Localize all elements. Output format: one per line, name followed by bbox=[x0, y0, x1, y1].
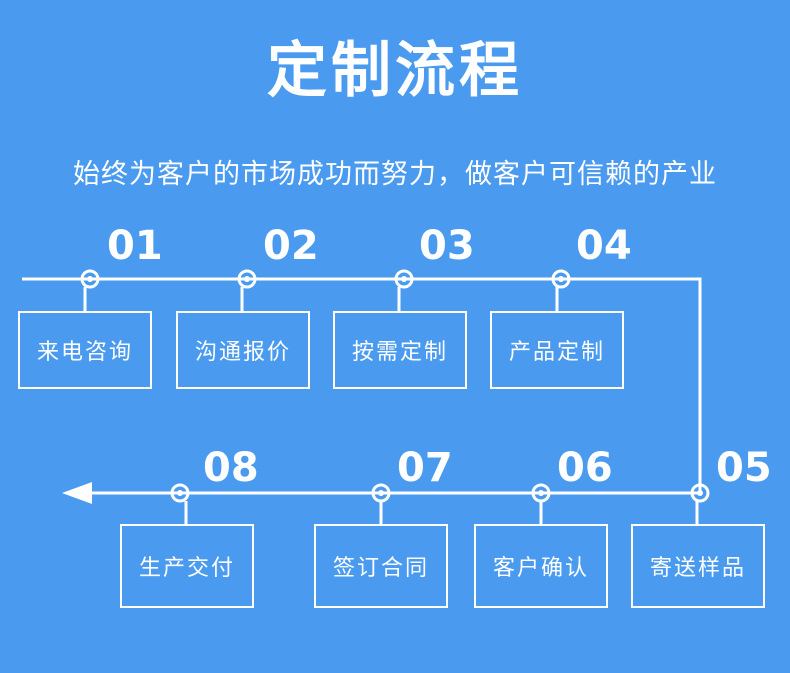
step-number-01: 01 bbox=[107, 223, 163, 269]
step-box-06[interactable]: 客户确认 bbox=[474, 524, 608, 608]
step-number-06: 06 bbox=[557, 445, 613, 491]
step-number-07: 07 bbox=[397, 445, 453, 491]
step-box-07[interactable]: 签订合同 bbox=[314, 524, 448, 608]
step-number-05: 05 bbox=[716, 445, 772, 491]
step-number-04: 04 bbox=[576, 223, 632, 269]
step-box-02[interactable]: 沟通报价 bbox=[176, 311, 310, 389]
step-number-08: 08 bbox=[203, 445, 259, 491]
page-subtitle: 始终为客户的市场成功而努力，做客户可信赖的产业 bbox=[73, 159, 717, 189]
step-number-03: 03 bbox=[419, 223, 475, 269]
page-title: 定制流程 bbox=[267, 37, 523, 104]
step-number-02: 02 bbox=[263, 223, 319, 269]
step-box-01[interactable]: 来电咨询 bbox=[18, 311, 152, 389]
step-box-03[interactable]: 按需定制 bbox=[333, 311, 467, 389]
step-box-08[interactable]: 生产交付 bbox=[120, 524, 254, 608]
step-box-04[interactable]: 产品定制 bbox=[490, 311, 624, 389]
step-box-05[interactable]: 寄送样品 bbox=[631, 524, 765, 608]
